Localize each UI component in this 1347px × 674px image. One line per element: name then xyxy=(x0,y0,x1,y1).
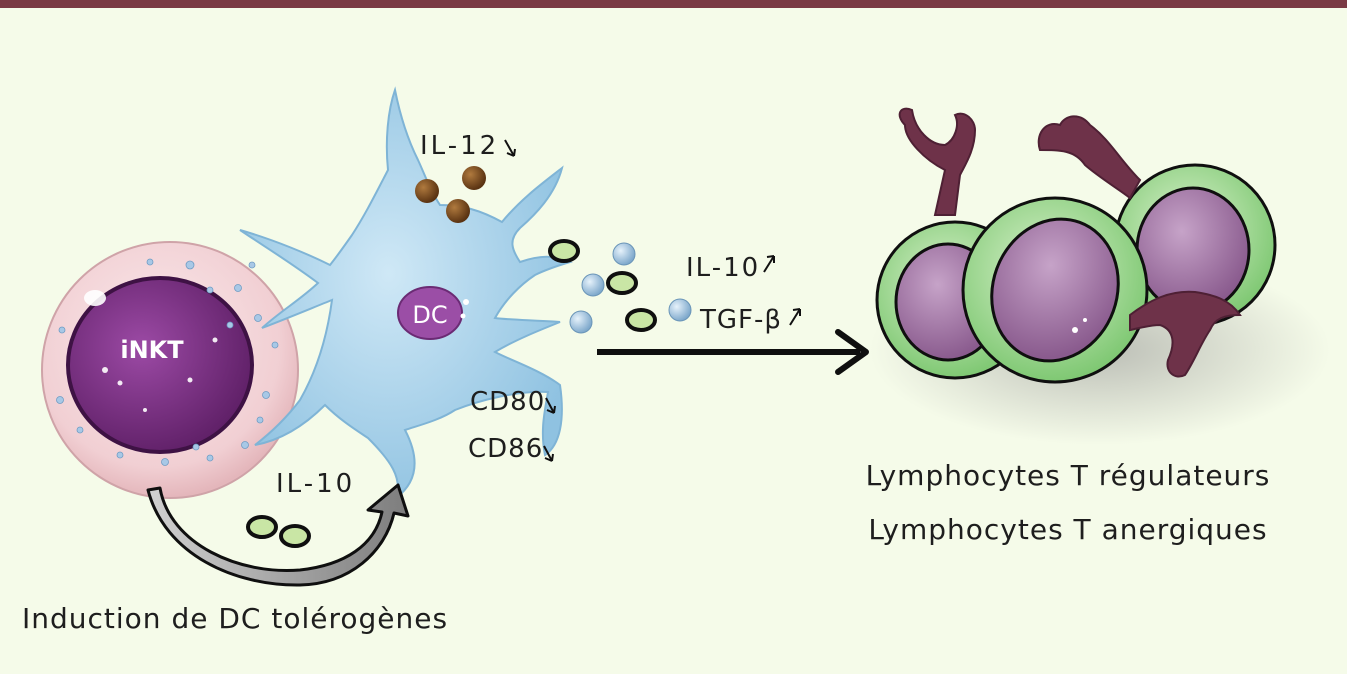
decrease-arrow-icon xyxy=(545,397,556,414)
increase-arrow-icon xyxy=(789,308,801,326)
t-lymphocyte-cluster xyxy=(870,107,1330,445)
increase-arrow-icon xyxy=(763,255,775,273)
result-line-2: Lymphocytes T anergiques xyxy=(868,513,1267,546)
induction-caption: Induction de DC tolérogènes xyxy=(22,602,448,635)
inkt-cell: iNKT xyxy=(41,241,299,499)
right-arrow-icon xyxy=(597,329,869,375)
decrease-arrow-icon xyxy=(504,139,516,157)
dendritic-cell: DC xyxy=(239,86,573,501)
cd86-label: CD86 xyxy=(468,434,543,464)
dc-label: DC xyxy=(412,301,447,329)
il12-label: IL-12 xyxy=(420,131,499,161)
top-bar xyxy=(0,0,1347,8)
il10-secreted-granules xyxy=(246,515,311,548)
il10-cytokine-label: IL-10 xyxy=(686,253,760,283)
inkt-label: iNKT xyxy=(120,336,184,364)
result-line-1: Lymphocytes T régulateurs xyxy=(866,459,1271,492)
tgf-beta-label: TGF-β xyxy=(699,305,782,335)
secreted-molecules xyxy=(548,239,692,334)
inkt-nucleus-dots xyxy=(102,337,218,412)
curved-feedback-arrow-icon xyxy=(146,483,410,587)
il12-granules xyxy=(415,166,486,223)
il10-secreted-label: IL-10 xyxy=(276,469,355,499)
cd80-label: CD80 xyxy=(470,387,545,417)
decrease-arrow-icon xyxy=(543,445,554,462)
inkt-vesicles xyxy=(56,258,279,466)
